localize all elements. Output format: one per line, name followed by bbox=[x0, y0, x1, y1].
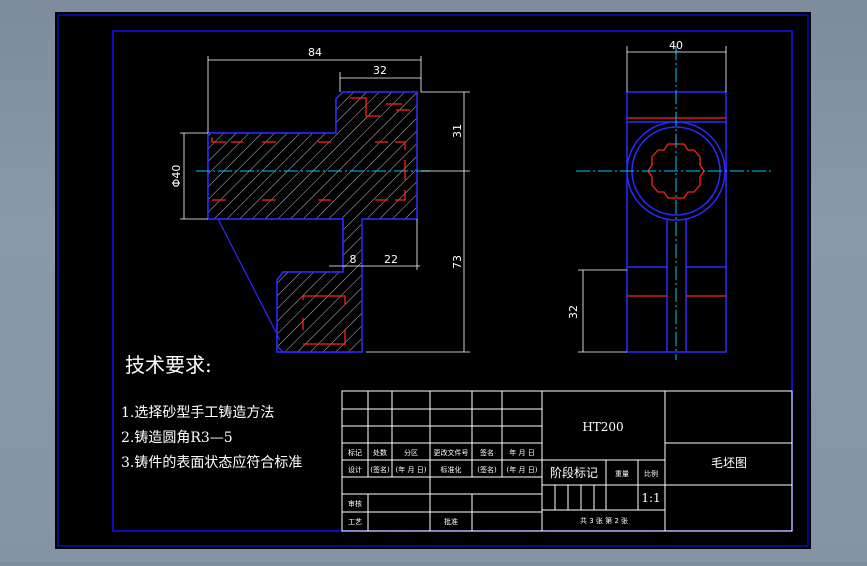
drawing-title: 毛坯图 bbox=[711, 456, 747, 470]
outer-frame bbox=[57, 14, 809, 547]
title-block: HT200 毛坯图 阶段标记 重量 比例 1:1 共 3 张 第 2 张 标记 … bbox=[341, 390, 793, 532]
row-label-zone: 分区 bbox=[404, 448, 418, 457]
front-view: 84 32 Φ40 31 73 8 22 bbox=[170, 46, 470, 353]
front-section-outline bbox=[207, 91, 418, 353]
design-sign: (签名) bbox=[370, 465, 390, 474]
note-item-2: 2.铸造圆角R3—5 bbox=[121, 430, 233, 446]
dim-32: 32 bbox=[373, 64, 387, 77]
approve-label: 批准 bbox=[444, 517, 458, 526]
row-label-sign: 签名 bbox=[480, 448, 494, 457]
web-line bbox=[217, 218, 281, 341]
dim-side-32: 32 bbox=[567, 305, 580, 319]
weight-label: 重量 bbox=[615, 470, 629, 478]
sheet-info: 共 3 张 第 2 张 bbox=[580, 516, 628, 525]
note-item-3: 3.铸件的表面状态应符合标准 bbox=[121, 454, 302, 471]
dim-8: 8 bbox=[350, 253, 357, 266]
process-label: 工艺 bbox=[348, 518, 362, 526]
standardize-label: 标准化 bbox=[441, 465, 462, 474]
row-label-date: 年 月 日 bbox=[509, 448, 534, 457]
front-dimension-lines bbox=[180, 56, 470, 353]
scale-value: 1:1 bbox=[641, 491, 660, 505]
dim-diameter-40: Φ40 bbox=[170, 165, 183, 188]
row-label-count: 处数 bbox=[373, 448, 387, 457]
scale-label: 比例 bbox=[644, 469, 658, 478]
dim-73: 73 bbox=[451, 255, 464, 269]
review-label: 审核 bbox=[348, 499, 362, 508]
material-label: HT200 bbox=[582, 420, 623, 434]
notes-heading: 技术要求: bbox=[125, 353, 212, 377]
dim-22: 22 bbox=[384, 253, 398, 266]
side-view: 40 32 bbox=[567, 39, 774, 360]
standardize-date: (年 月 日) bbox=[507, 465, 538, 474]
stage-mark-label: 阶段标记 bbox=[550, 465, 598, 480]
side-center-lines bbox=[576, 46, 774, 360]
technical-notes: 技术要求: 1.选择砂型手工铸造方法 2.铸造圆角R3—5 3.铸件的表面状态应… bbox=[121, 353, 302, 471]
dim-84: 84 bbox=[308, 46, 322, 59]
design-date: (年 月 日) bbox=[396, 465, 427, 474]
front-hidden-lines bbox=[211, 97, 410, 345]
side-dimension-lines bbox=[578, 46, 727, 353]
standardize-sign: (签名) bbox=[477, 465, 497, 474]
row-label-change-doc: 更改文件号 bbox=[434, 448, 469, 457]
dim-31: 31 bbox=[451, 124, 464, 138]
dim-40: 40 bbox=[669, 39, 683, 52]
row-label-mark: 标记 bbox=[348, 448, 362, 457]
design-label: 设计 bbox=[348, 465, 362, 474]
note-item-1: 1.选择砂型手工铸造方法 bbox=[121, 405, 274, 421]
